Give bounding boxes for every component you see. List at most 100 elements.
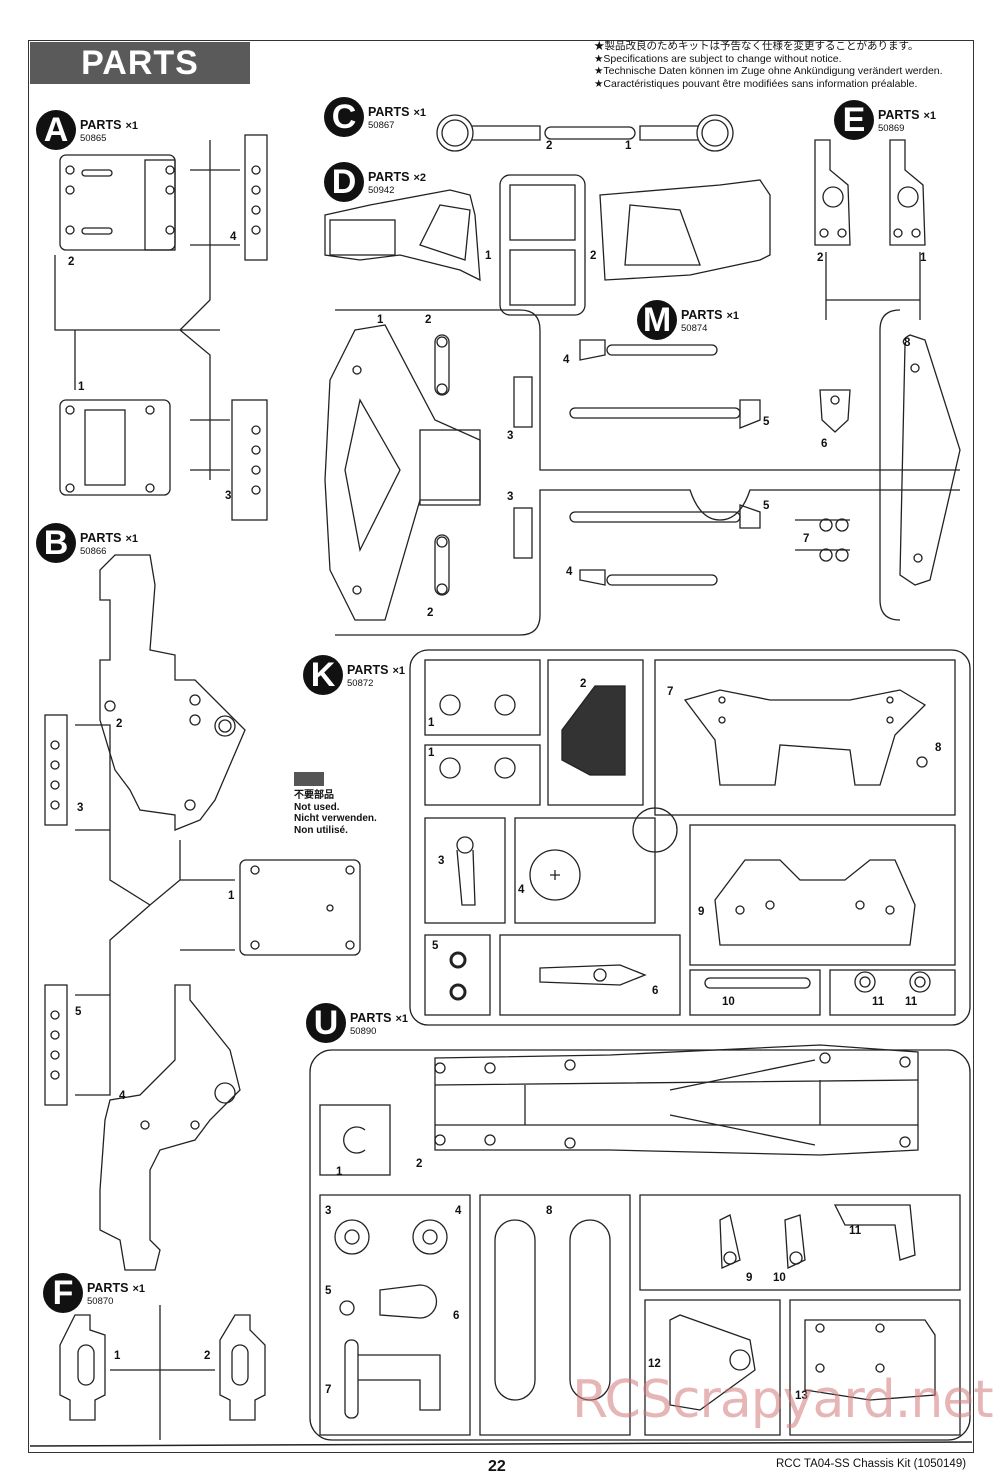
tree-f-badge: F	[43, 1273, 83, 1313]
not-used-jp: 不要部品	[294, 790, 334, 801]
part-number: 2	[590, 250, 597, 262]
page-number: 22	[488, 1458, 506, 1475]
part-number: 1	[114, 1350, 121, 1362]
part-number: 5	[75, 1006, 82, 1018]
tree-a-badge: A	[36, 110, 76, 150]
part-number: 6	[821, 438, 828, 450]
tree-e-code: 50869	[878, 123, 905, 134]
part-number: 13	[795, 1390, 808, 1402]
part-number: 8	[546, 1205, 553, 1217]
tree-d-drawing	[324, 174, 771, 316]
part-number: 2	[204, 1350, 211, 1362]
part-number: 5	[432, 940, 439, 952]
tree-c-drawing	[436, 114, 734, 152]
tree-m-code: 50874	[681, 323, 708, 334]
part-number: 1	[428, 747, 435, 759]
tree-b-code: 50866	[80, 546, 107, 557]
tree-u-code: 50890	[350, 1026, 377, 1037]
part-number: 5	[325, 1285, 332, 1297]
part-number: 3	[507, 430, 514, 442]
part-number: 3	[438, 855, 445, 867]
part-number: 5	[763, 500, 770, 512]
tree-b-badge: B	[36, 523, 76, 563]
part-number: 4	[119, 1090, 126, 1102]
part-number: 2	[116, 718, 123, 730]
part-number: 7	[325, 1384, 332, 1396]
tree-f-drawing	[59, 1305, 266, 1440]
part-number: 4	[518, 884, 525, 896]
watermark: RCScrapyard.net	[572, 1370, 994, 1430]
tree-m-drawing	[324, 309, 961, 636]
part-number: 9	[698, 906, 705, 918]
part-number: 1	[428, 717, 435, 729]
part-number: 6	[652, 985, 659, 997]
part-number: 6	[453, 1310, 460, 1322]
part-number: 2	[580, 678, 587, 690]
part-number: 2	[416, 1158, 423, 1170]
tree-f-code: 50870	[87, 1296, 114, 1307]
tree-b-drawing	[44, 554, 361, 1271]
notice-de: ★Technische Daten können im Zuge ohne An…	[594, 65, 943, 77]
part-number: 10	[773, 1272, 786, 1284]
not-used-de: Nicht verwenden.	[294, 813, 377, 824]
tree-d-code: 50942	[368, 185, 395, 196]
notice-fr: ★Caractéristiques pouvant être modifiées…	[594, 77, 918, 90]
tree-u-badge: U	[306, 1003, 346, 1043]
page-frame	[28, 40, 974, 1453]
part-number: 4	[455, 1205, 462, 1217]
part-number: 12	[648, 1358, 661, 1370]
part-number: 1	[377, 314, 384, 326]
part-number: 4	[230, 231, 237, 243]
part-number: 11	[872, 996, 885, 1008]
tree-e-badge: E	[834, 100, 874, 140]
part-number: 1	[920, 252, 927, 264]
part-number: 9	[746, 1272, 753, 1284]
part-number: 1	[336, 1166, 343, 1178]
part-number: 2	[68, 256, 75, 268]
notice-block: ★製品改良のためキットは予告なく仕様を変更することがあります。 ★Specifi…	[594, 40, 943, 90]
part-number: 10	[722, 996, 735, 1008]
part-number: 4	[566, 566, 573, 578]
part-number: 2	[427, 607, 434, 619]
tree-c-code: 50867	[368, 120, 395, 131]
part-number: 3	[77, 802, 84, 814]
page-title: PARTS	[30, 42, 250, 84]
tree-k-drawing	[409, 649, 971, 1026]
part-number: 1	[485, 250, 492, 262]
not-used-legend: 不要部品 Not used. Nicht verwenden. Non util…	[294, 772, 377, 836]
tree-c-badge: C	[324, 97, 364, 137]
part-number: 7	[667, 686, 674, 698]
tree-e-drawing	[814, 139, 926, 320]
part-number: 8	[935, 742, 942, 754]
tree-a-code: 50865	[80, 133, 107, 144]
tree-u-drawing	[309, 1044, 971, 1441]
part-number: 3	[507, 491, 514, 503]
part-number: 2	[546, 140, 553, 152]
part-number: 2	[425, 314, 432, 326]
not-used-swatch	[294, 772, 324, 786]
part-number: 5	[763, 416, 770, 428]
tree-d-badge: D	[324, 162, 364, 202]
part-number: 3	[225, 490, 232, 502]
tree-a-drawing	[54, 134, 268, 521]
part-number: 1	[78, 381, 85, 393]
part-number: 8	[904, 337, 911, 349]
tree-k-badge: K	[303, 655, 343, 695]
kit-name: RCC TA04-SS Chassis Kit (1050149)	[776, 1458, 967, 1470]
part-number: 2	[817, 252, 824, 264]
part-number: 1	[625, 140, 632, 152]
not-used-en: Not used.	[294, 801, 340, 813]
part-number: 4	[563, 354, 570, 366]
part-number: 11	[905, 996, 918, 1008]
notice-jp: ★製品改良のためキットは予告なく仕様を変更することがあります。	[594, 40, 919, 52]
tree-m-badge: M	[637, 300, 677, 340]
